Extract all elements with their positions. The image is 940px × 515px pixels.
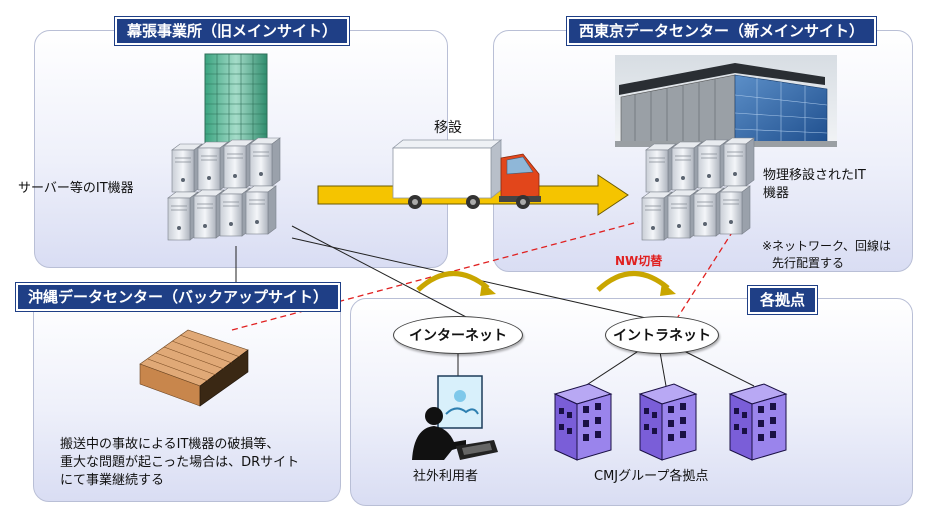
network-note-line2: 先行配置する — [772, 256, 845, 270]
servers-label: サーバー等のIT機器 — [18, 181, 134, 196]
moved-equipment-label-line1: 物理移設されたIT — [763, 168, 866, 183]
switch-arrow-intranet — [596, 271, 670, 292]
intranet-bubble: イントラネット — [605, 316, 719, 354]
makuhari-title: 幕張事業所（旧メインサイト） — [115, 17, 350, 45]
office-tower-icon — [204, 53, 268, 148]
branch-building-icon-3 — [728, 383, 788, 461]
okinawa-title: 沖縄データセンター（バックアップサイト） — [16, 283, 341, 311]
line-servers-to-internet — [291, 225, 469, 319]
external-user-icon — [412, 375, 498, 460]
nw-switch-label: NW切替 — [615, 254, 663, 268]
cmj-branches-label: CMJグループ各拠点 — [594, 469, 709, 484]
nishi-tokyo-title: 西東京データセンター（新メインサイト） — [567, 17, 877, 45]
branch-building-icon-2 — [638, 383, 698, 461]
external-user-label: 社外利用者 — [413, 469, 479, 484]
okinawa-datacenter-icon — [139, 329, 249, 407]
internet-bubble: インターネット — [393, 316, 523, 354]
dr-note-line3: にて事業継続する — [60, 473, 165, 488]
datacenter-building-icon — [615, 55, 837, 147]
switch-arrow-internet — [416, 271, 490, 292]
server-cluster-icon — [167, 137, 281, 241]
moved-server-cluster-icon — [641, 137, 755, 241]
branch-building-icon-1 — [553, 383, 613, 461]
dr-note-line2: 重大な問題が起こった場合は、DRサイト — [60, 455, 300, 470]
moved-equipment-label-line2: 機器 — [763, 186, 790, 201]
network-note-line1: ※ネットワーク、回線は — [762, 239, 891, 253]
branches-title: 各拠点 — [748, 286, 818, 314]
internet-label: インターネット — [409, 328, 507, 344]
dr-note-line1: 搬送中の事故によるIT機器の破損等、 — [60, 437, 280, 452]
intranet-label: イントラネット — [613, 328, 711, 344]
move-label: 移設 — [434, 120, 462, 136]
truck-icon — [391, 139, 541, 209]
